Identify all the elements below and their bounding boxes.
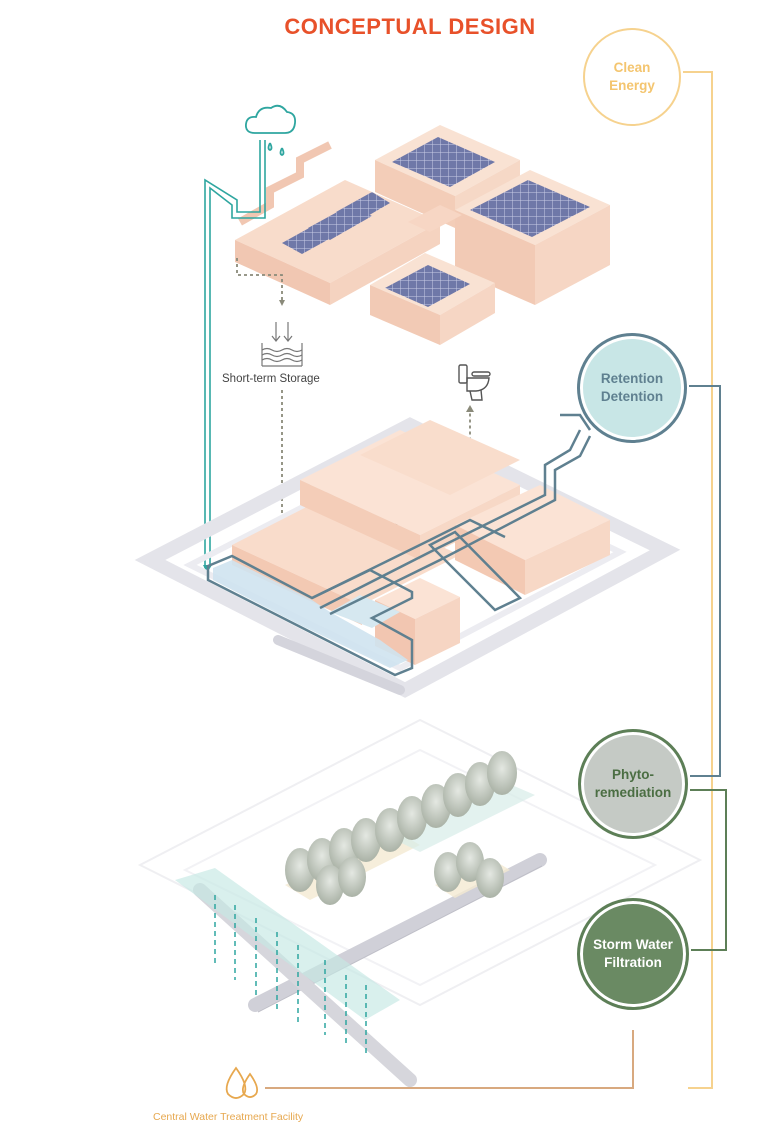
cloud-rain-icon [245,104,296,156]
toilet-icon [458,364,491,401]
phytoremediation-node: Phyto- remediation [578,729,688,839]
landscape-layer [137,718,703,1087]
page-title: CONCEPTUAL DESIGN [284,14,536,39]
street-platform [134,417,681,698]
storm-water-filtration-label: Storm Water Filtration [593,937,673,970]
rainwater-line [204,140,261,568]
storage-flow-line [236,258,283,300]
storage-tank-icon [261,322,303,367]
short-term-storage-label: Short-term Storage [222,373,320,385]
storm-water-filtration-node: Storm Water Filtration [577,898,689,1010]
retention-detention-label: Retention Detention [600,371,664,404]
retention-detention-node: Retention Detention [577,333,687,443]
phytoremediation-label: Phyto- remediation [594,767,672,800]
rooftop-buildings [235,125,610,345]
water-drops-icon [225,1066,259,1099]
clean-energy-label: Clean Energy [609,60,655,93]
connector-lines [265,71,727,1089]
central-water-treatment-label: Central Water Treatment Facility [153,1111,304,1123]
clean-energy-node: Clean Energy [583,28,681,126]
